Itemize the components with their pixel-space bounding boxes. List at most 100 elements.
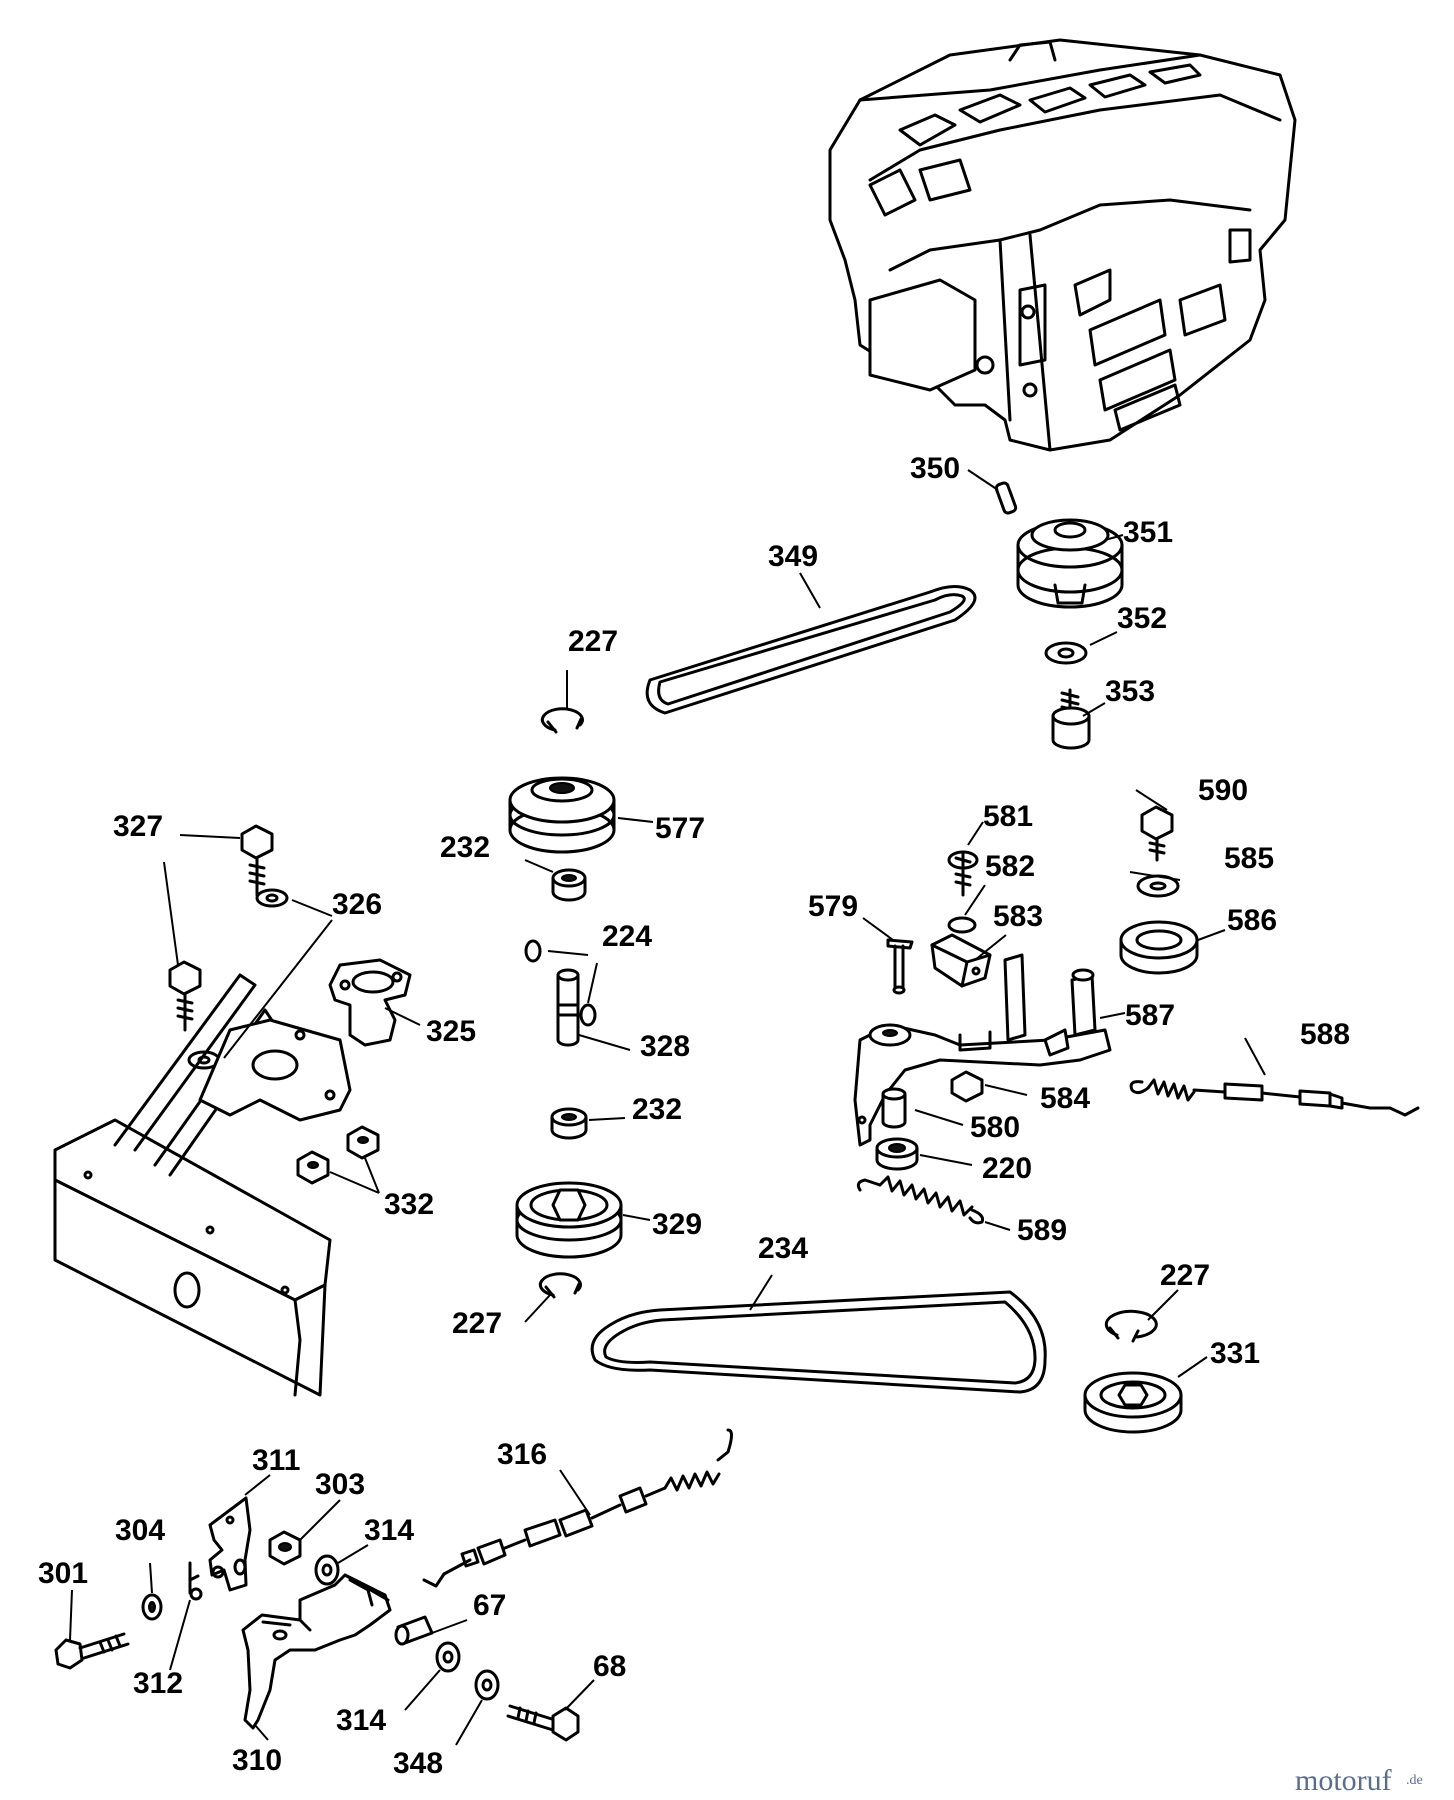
washer-314-top (314, 1554, 340, 1586)
label-311: 311 (252, 1444, 300, 1477)
label-312: 312 (133, 1667, 183, 1700)
nut-220 (875, 1137, 919, 1171)
pulley-331 (1083, 1371, 1183, 1434)
belt-234 (590, 1290, 1047, 1394)
label-349: 349 (768, 540, 818, 573)
bolt-301 (54, 1632, 130, 1670)
label-579: 579 (808, 890, 858, 923)
screw-581 (947, 850, 979, 897)
bearing-housing-325 (328, 958, 412, 1047)
washer-582 (947, 916, 977, 934)
washer-348 (474, 1669, 500, 1701)
pin-579 (886, 938, 914, 995)
washer-326-a (255, 888, 289, 908)
bushing-232-bottom (550, 1107, 588, 1140)
label-220: 220 (982, 1152, 1032, 1185)
label-328: 328 (640, 1030, 690, 1063)
label-232-top: 232 (440, 831, 490, 864)
leader-lines (69, 469, 1266, 1746)
label-590: 590 (1198, 774, 1248, 807)
bracket-311 (208, 1496, 252, 1592)
washer-352 (1044, 641, 1088, 665)
pin-312 (188, 1561, 203, 1601)
bolt-327-a (240, 824, 274, 897)
cable-316 (422, 1428, 733, 1588)
circlip-227-right (1104, 1309, 1158, 1343)
label-577: 577 (655, 812, 705, 845)
label-588: 588 (1300, 1018, 1350, 1051)
label-325: 325 (426, 1015, 476, 1048)
bolt-590 (1140, 805, 1174, 862)
nut-584 (950, 1070, 984, 1103)
label-314-top: 314 (364, 1514, 414, 1547)
circlip-227-middle (538, 1272, 582, 1299)
label-350: 350 (910, 452, 960, 485)
key-350 (994, 481, 1018, 515)
o-ring-224-top (524, 939, 542, 963)
label-586: 586 (1227, 904, 1277, 937)
label-581: 581 (983, 800, 1033, 833)
pulley-329 (515, 1181, 623, 1259)
label-304: 304 (115, 1514, 165, 1547)
label-582: 582 (985, 850, 1035, 883)
part-number-labels: 350 351 349 352 353 227 577 232 327 326 … (38, 452, 1350, 1780)
cable-588 (1129, 1078, 1420, 1117)
bolt-68 (506, 1704, 580, 1742)
label-314-bottom: 314 (336, 1704, 386, 1737)
label-583: 583 (993, 900, 1043, 933)
bushing-67 (394, 1615, 434, 1646)
label-351: 351 (1123, 516, 1173, 549)
label-331: 331 (1210, 1337, 1260, 1370)
pulley-577 (508, 776, 616, 854)
label-348: 348 (393, 1747, 443, 1780)
engine (828, 38, 1297, 452)
label-584: 584 (1040, 1082, 1090, 1115)
lever-310 (241, 1573, 392, 1730)
washer-304 (141, 1593, 163, 1621)
label-589: 589 (1017, 1214, 1067, 1247)
watermark: motoruf .de (1295, 1764, 1423, 1797)
label-227-right: 227 (1160, 1259, 1210, 1292)
washer-314-bottom (435, 1641, 461, 1673)
label-232-bottom: 232 (632, 1093, 682, 1126)
label-316: 316 (497, 1438, 547, 1471)
block-583 (930, 933, 992, 988)
label-67: 67 (473, 1589, 506, 1622)
label-227-middle: 227 (452, 1307, 502, 1340)
o-ring-224-bottom (579, 1003, 597, 1027)
idler-arm-587 (853, 953, 1112, 1147)
watermark-brand: motoruf (1295, 1764, 1392, 1797)
label-587: 587 (1125, 999, 1175, 1032)
watermark-tld: .de (1406, 1773, 1423, 1788)
label-227-top: 227 (568, 625, 618, 658)
label-234: 234 (758, 1232, 808, 1265)
bolt-327-b (168, 960, 202, 1032)
label-310: 310 (232, 1744, 282, 1777)
label-68: 68 (593, 1650, 626, 1683)
circlip-227-top (540, 707, 584, 734)
label-327: 327 (113, 810, 163, 843)
label-585: 585 (1224, 842, 1274, 875)
nut-332-a (346, 1125, 380, 1160)
label-329: 329 (652, 1208, 702, 1241)
label-224: 224 (602, 920, 652, 953)
belt-349 (645, 585, 977, 715)
nut-332-b (296, 1150, 330, 1185)
label-301: 301 (38, 1557, 88, 1590)
bushing-232-top (551, 868, 587, 902)
label-326: 326 (332, 888, 382, 921)
bolt-353 (1051, 688, 1091, 750)
nut-303 (268, 1530, 302, 1566)
label-303: 303 (315, 1468, 365, 1501)
label-332: 332 (384, 1188, 434, 1221)
label-580: 580 (970, 1111, 1020, 1144)
spring-589 (856, 1175, 984, 1225)
engine-pulley-351 (1016, 518, 1124, 609)
label-353: 353 (1105, 675, 1155, 708)
shaft-328 (556, 968, 580, 1047)
label-352: 352 (1117, 602, 1167, 635)
frame-assembly (53, 973, 352, 1397)
pulley-586 (1119, 920, 1199, 975)
spacer-580 (881, 1087, 907, 1129)
